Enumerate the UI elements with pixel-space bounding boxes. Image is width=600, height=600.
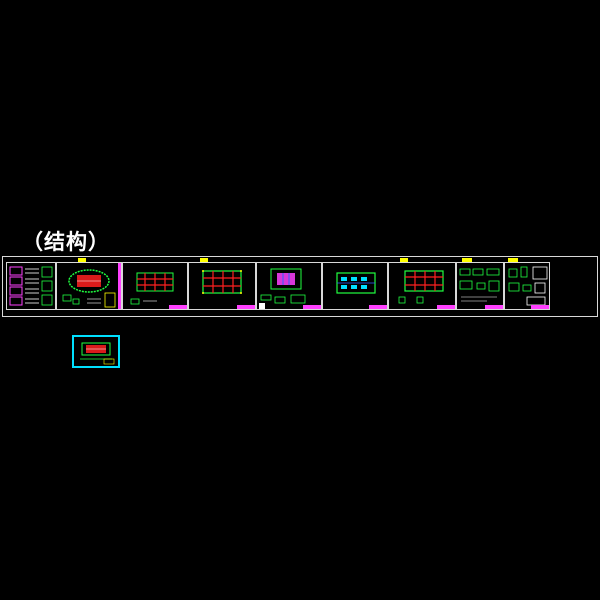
floor-plan-drawing [259, 268, 306, 309]
title-block [485, 305, 503, 309]
sheet-plan-4[interactable] [256, 262, 322, 310]
detail-drawing [459, 268, 500, 302]
drawing-title: （结构） [22, 230, 110, 254]
detail-drawing [508, 266, 548, 306]
floor-plan-drawing [398, 270, 444, 304]
title-block [169, 305, 187, 309]
sheet-label-mark [200, 258, 208, 262]
title-block [531, 305, 549, 309]
notes-drawing [9, 266, 53, 306]
sheet-label-mark [400, 258, 408, 262]
floor-plan-drawing [202, 270, 242, 294]
title-block [437, 305, 455, 309]
sheet-plan-2[interactable] [122, 262, 188, 310]
sheet-plan-6[interactable] [388, 262, 456, 310]
title-block [237, 305, 255, 309]
title-block [369, 305, 387, 309]
title-block [303, 305, 321, 309]
floor-plan-drawing [80, 342, 115, 365]
floor-plan-drawing [62, 269, 116, 308]
sheet-plan-1[interactable] [56, 262, 122, 310]
floor-plan-drawing [336, 272, 376, 294]
sheet-general-notes[interactable] [6, 262, 56, 310]
sheet-plan-3[interactable] [188, 262, 256, 310]
sheet-set-frame [2, 256, 598, 317]
sheet-details-2[interactable] [504, 262, 550, 310]
floor-plan-drawing [130, 272, 174, 305]
title-block-strip [118, 263, 121, 309]
sheet-label-mark [78, 258, 86, 262]
sheet-label-mark [508, 258, 518, 262]
highlighted-sheet[interactable] [72, 335, 120, 368]
sheet-details-1[interactable] [456, 262, 504, 310]
sheet-plan-5[interactable] [322, 262, 388, 310]
sheet-label-mark [462, 258, 472, 262]
